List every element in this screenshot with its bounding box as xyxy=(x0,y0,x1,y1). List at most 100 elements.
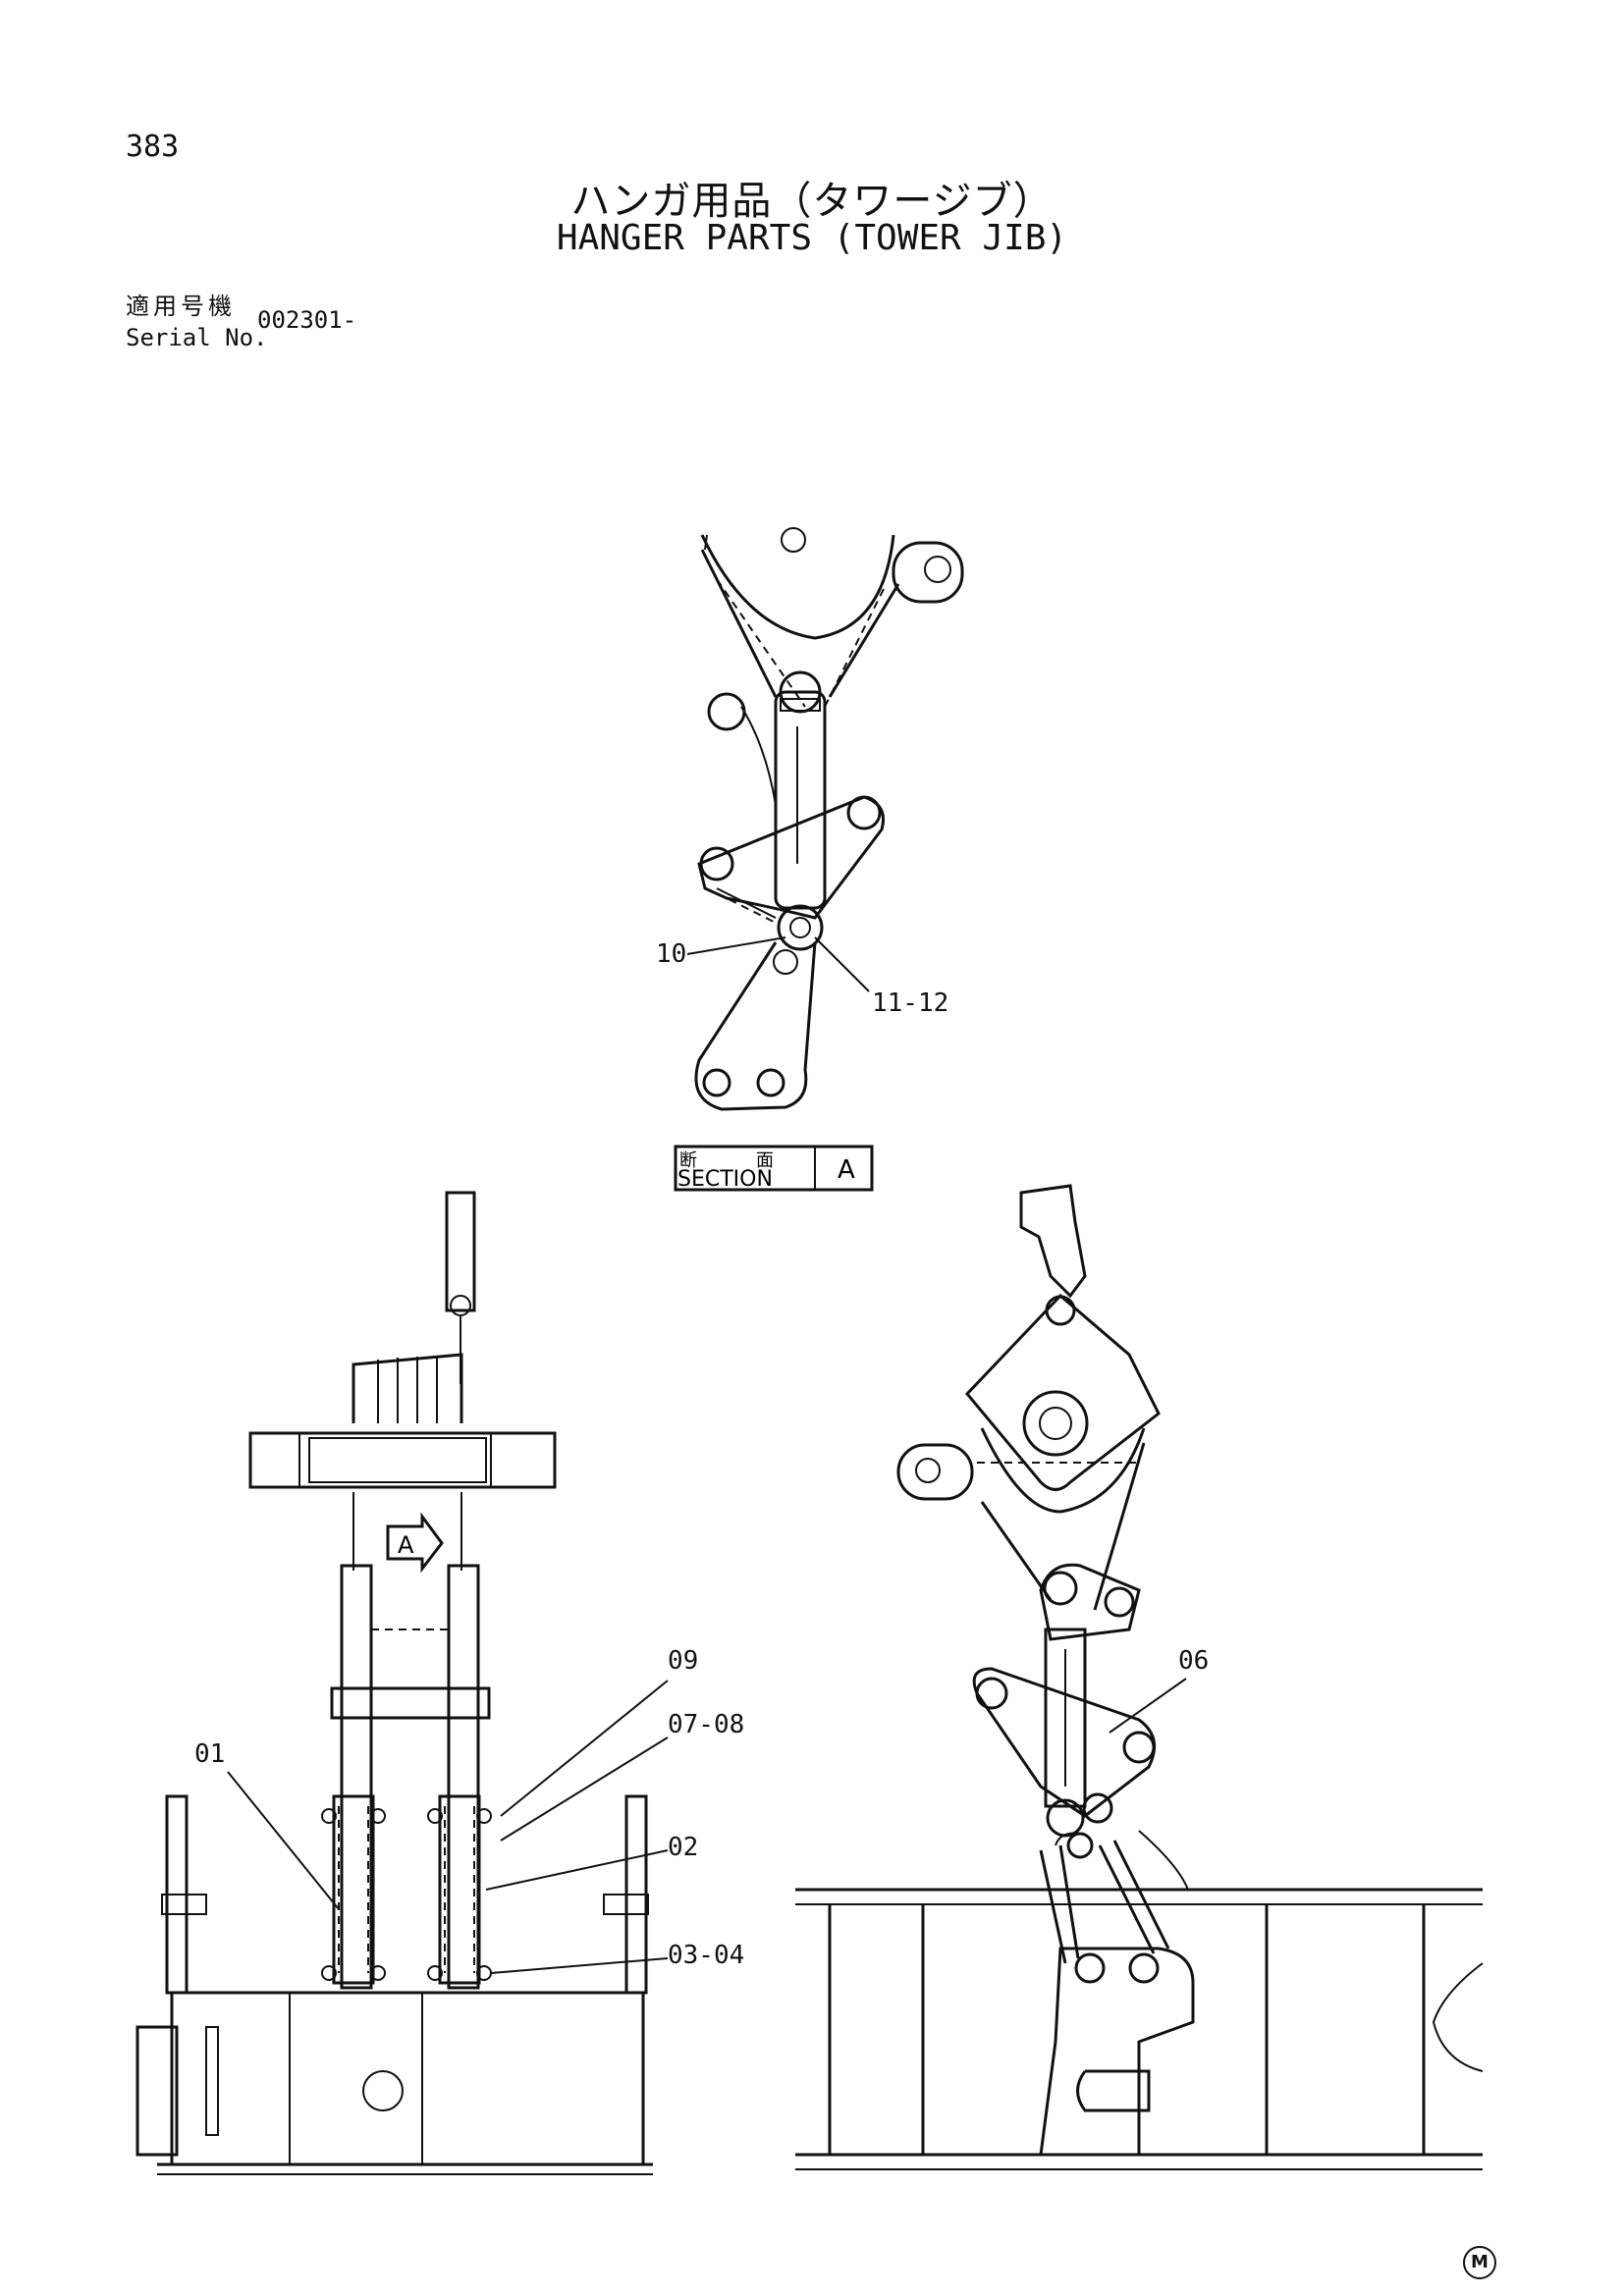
callout-09: 09 xyxy=(668,1646,698,1676)
mid-crossbar xyxy=(330,1686,491,1720)
serial-label-english: Serial No. xyxy=(126,324,268,351)
side-diag-right xyxy=(1093,1442,1146,1611)
side-bottom-pin-1 xyxy=(1074,1952,1106,1984)
bolt-6 xyxy=(370,1965,386,1981)
plate-pin-left xyxy=(699,846,734,881)
callout-07-08: 07-08 xyxy=(668,1710,744,1739)
frame-line-left xyxy=(700,549,778,698)
callout-06: 06 xyxy=(1178,1646,1209,1676)
front-view: A xyxy=(135,1191,744,2175)
post-bracket-right xyxy=(603,1894,649,1915)
side-upper-pin-2 xyxy=(1104,1586,1135,1618)
pin-lower-small xyxy=(773,949,798,975)
callout-10: 10 xyxy=(656,939,686,969)
leader-03-04 xyxy=(490,1957,669,1974)
section-label-jp-2: 面 xyxy=(756,1150,774,1171)
lower-link-right xyxy=(438,1794,481,1985)
drum-center xyxy=(781,527,806,553)
page-number: 383 xyxy=(126,130,180,164)
side-pin-b xyxy=(1082,1792,1113,1824)
side-drum-arc xyxy=(980,1427,1146,1514)
bolt-7 xyxy=(427,1965,443,1981)
post-bracket-left xyxy=(161,1894,207,1915)
leader-10 xyxy=(686,936,786,955)
side-main-sheave-hub xyxy=(1039,1407,1072,1440)
view-arrow-letter: A xyxy=(398,1531,414,1559)
side-lug-hole xyxy=(915,1458,941,1483)
hanger-member-right xyxy=(447,1564,480,1990)
section-a-view: 10 11-12 xyxy=(656,527,964,1111)
triangle-plate xyxy=(697,795,885,920)
link-curve xyxy=(740,706,777,806)
leader-07-08 xyxy=(500,1736,669,1842)
side-main-sheave xyxy=(1022,1390,1089,1457)
serial-number-value: 002301- xyxy=(257,306,357,334)
frame-line-right xyxy=(828,583,900,698)
title-english: HANGER PARTS (TOWER JIB) xyxy=(556,218,1068,258)
side-bottom-pin-2 xyxy=(1128,1952,1160,1984)
hanger-member-left xyxy=(340,1564,373,1990)
side-rhombus-plate xyxy=(964,1293,1161,1491)
lower-link-left xyxy=(332,1794,375,1985)
lug-hole xyxy=(924,556,951,583)
sheave-block xyxy=(352,1353,463,1423)
callout-11-12: 11-12 xyxy=(872,988,948,1018)
serial-label-japanese: 適用号機 xyxy=(126,293,236,320)
side-lug xyxy=(896,1443,974,1501)
side-base-curve xyxy=(1432,1962,1484,2072)
side-curve xyxy=(1138,1830,1189,1891)
callout-01: 01 xyxy=(194,1739,225,1769)
section-label-en: SECTION xyxy=(677,1167,773,1192)
pin-left-small xyxy=(707,692,746,731)
mast-top xyxy=(445,1191,476,1312)
side-bracket-cutout xyxy=(1076,2069,1151,2112)
drum-edge-left xyxy=(704,534,708,551)
side-lower-link-left xyxy=(1039,1844,1080,1964)
leader-11-12 xyxy=(814,936,870,992)
callout-02: 02 xyxy=(668,1833,698,1862)
view-arrow xyxy=(386,1512,444,1574)
base-hole xyxy=(362,2070,404,2111)
bottom-lever xyxy=(694,941,817,1111)
center-pin xyxy=(777,904,824,951)
side-plate-pin-left xyxy=(975,1677,1008,1710)
section-label: 断 面 SECTION A xyxy=(674,1145,874,1192)
crossbeam-center xyxy=(308,1437,487,1483)
leader-06 xyxy=(1109,1678,1187,1734)
lever-hole-right xyxy=(756,1068,785,1097)
side-bottom-bracket xyxy=(1039,1947,1195,2157)
vertical-link-bar xyxy=(774,690,827,910)
crossbeam xyxy=(248,1431,557,1489)
side-top-bracket xyxy=(1019,1184,1087,1299)
lower-link-hidden xyxy=(338,1806,475,1973)
mast-pin xyxy=(450,1295,471,1316)
side-triangle-plate xyxy=(972,1667,1157,1818)
section-label-box xyxy=(674,1145,874,1192)
bolt-5 xyxy=(321,1965,337,1981)
side-upper-pin-1 xyxy=(1043,1571,1078,1606)
leader-02 xyxy=(485,1849,669,1891)
side-diag-left xyxy=(980,1501,1053,1601)
lever-hole-left xyxy=(702,1068,731,1097)
plate-hidden-edge xyxy=(716,892,777,924)
section-label-letter: A xyxy=(838,1155,855,1185)
center-pin-inner xyxy=(789,917,811,938)
lug-top-right xyxy=(892,541,964,604)
drum-arc xyxy=(700,534,895,640)
callout-03-04: 03-04 xyxy=(668,1941,744,1970)
hidden-line-1 xyxy=(716,578,806,708)
leader-01 xyxy=(227,1771,340,1910)
base-slot xyxy=(205,2026,219,2136)
side-cotter xyxy=(1055,1832,1081,1846)
side-top-pin xyxy=(1045,1295,1076,1326)
section-label-jp-1: 断 xyxy=(679,1150,697,1171)
link-top-plate xyxy=(780,698,821,712)
hidden-line-2 xyxy=(824,588,885,708)
bolt-3 xyxy=(427,1808,443,1824)
base-frame xyxy=(170,1991,645,2166)
side-lower-link-right xyxy=(1098,1840,1170,1954)
side-plate-pin-right xyxy=(1122,1731,1156,1764)
base-side-plate xyxy=(135,2025,179,2157)
side-view: 06 xyxy=(795,1184,1484,2170)
